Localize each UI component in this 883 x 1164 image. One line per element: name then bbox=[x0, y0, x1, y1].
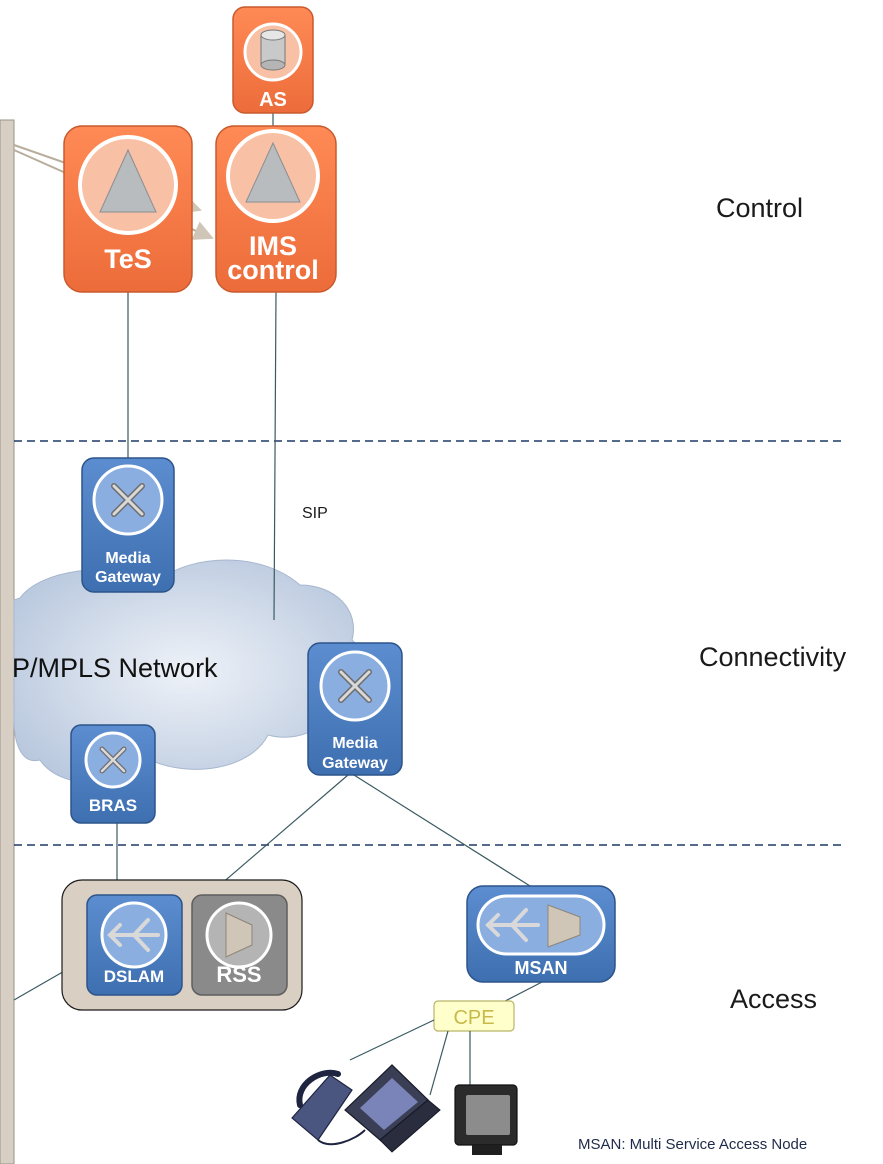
media-gateway-right-node: Media Gateway bbox=[307, 642, 403, 776]
footnote: MSAN: Multi Service Access Node bbox=[578, 1136, 807, 1153]
tes-node: TeS bbox=[63, 125, 193, 293]
dslam-node: DSLAM bbox=[86, 894, 183, 996]
laptop-icon bbox=[344, 1064, 441, 1153]
cpe-links bbox=[349, 1019, 471, 1096]
mg-right-label-line2: Gateway bbox=[322, 755, 388, 772]
msan-label: MSAN bbox=[515, 958, 568, 978]
cpe-label: CPE bbox=[453, 1007, 494, 1029]
bras-node: BRAS bbox=[70, 724, 156, 824]
layer-label-connectivity: Connectivity bbox=[699, 642, 847, 672]
router-icon bbox=[107, 918, 160, 952]
link-mg-msan bbox=[353, 774, 531, 887]
triangle-icon bbox=[245, 141, 301, 203]
mg-top-label-line1: Media bbox=[105, 550, 150, 567]
mg-top-label-line2: Gateway bbox=[95, 569, 161, 586]
access-node-group: DSLAM RSS bbox=[61, 879, 303, 1011]
cloud-label: P/MPLS Network bbox=[12, 653, 218, 683]
rss-label: RSS bbox=[216, 962, 261, 987]
as-label: AS bbox=[259, 89, 287, 111]
rss-icon bbox=[547, 904, 581, 948]
bras-label: BRAS bbox=[89, 796, 137, 815]
layer-label-access: Access bbox=[730, 984, 817, 1014]
left-edge-bar bbox=[0, 119, 15, 1164]
ims-label-line2: control bbox=[227, 255, 319, 285]
cpe-node: CPE bbox=[433, 1000, 515, 1032]
triangle-icon bbox=[99, 148, 157, 213]
link-ims-cloud bbox=[273, 291, 277, 621]
layer-label-control: Control bbox=[716, 193, 803, 223]
database-icon bbox=[260, 29, 286, 71]
rss-node: RSS bbox=[191, 894, 288, 996]
as-node: AS bbox=[232, 6, 314, 114]
telephone-icon bbox=[291, 1069, 366, 1146]
ims-control-node: IMS control bbox=[215, 125, 337, 293]
tes-label: TeS bbox=[104, 244, 152, 274]
msan-node: MSAN bbox=[466, 885, 616, 983]
sip-label: SIP bbox=[302, 505, 328, 522]
monitor-icon bbox=[454, 1084, 518, 1155]
dslam-label: DSLAM bbox=[104, 967, 164, 986]
ims-label-line1: IMS bbox=[249, 231, 297, 261]
media-gateway-top-node: Media Gateway bbox=[81, 457, 175, 593]
mg-right-label-line1: Media bbox=[332, 735, 377, 752]
router-icon bbox=[485, 908, 540, 942]
rss-icon bbox=[225, 912, 253, 958]
